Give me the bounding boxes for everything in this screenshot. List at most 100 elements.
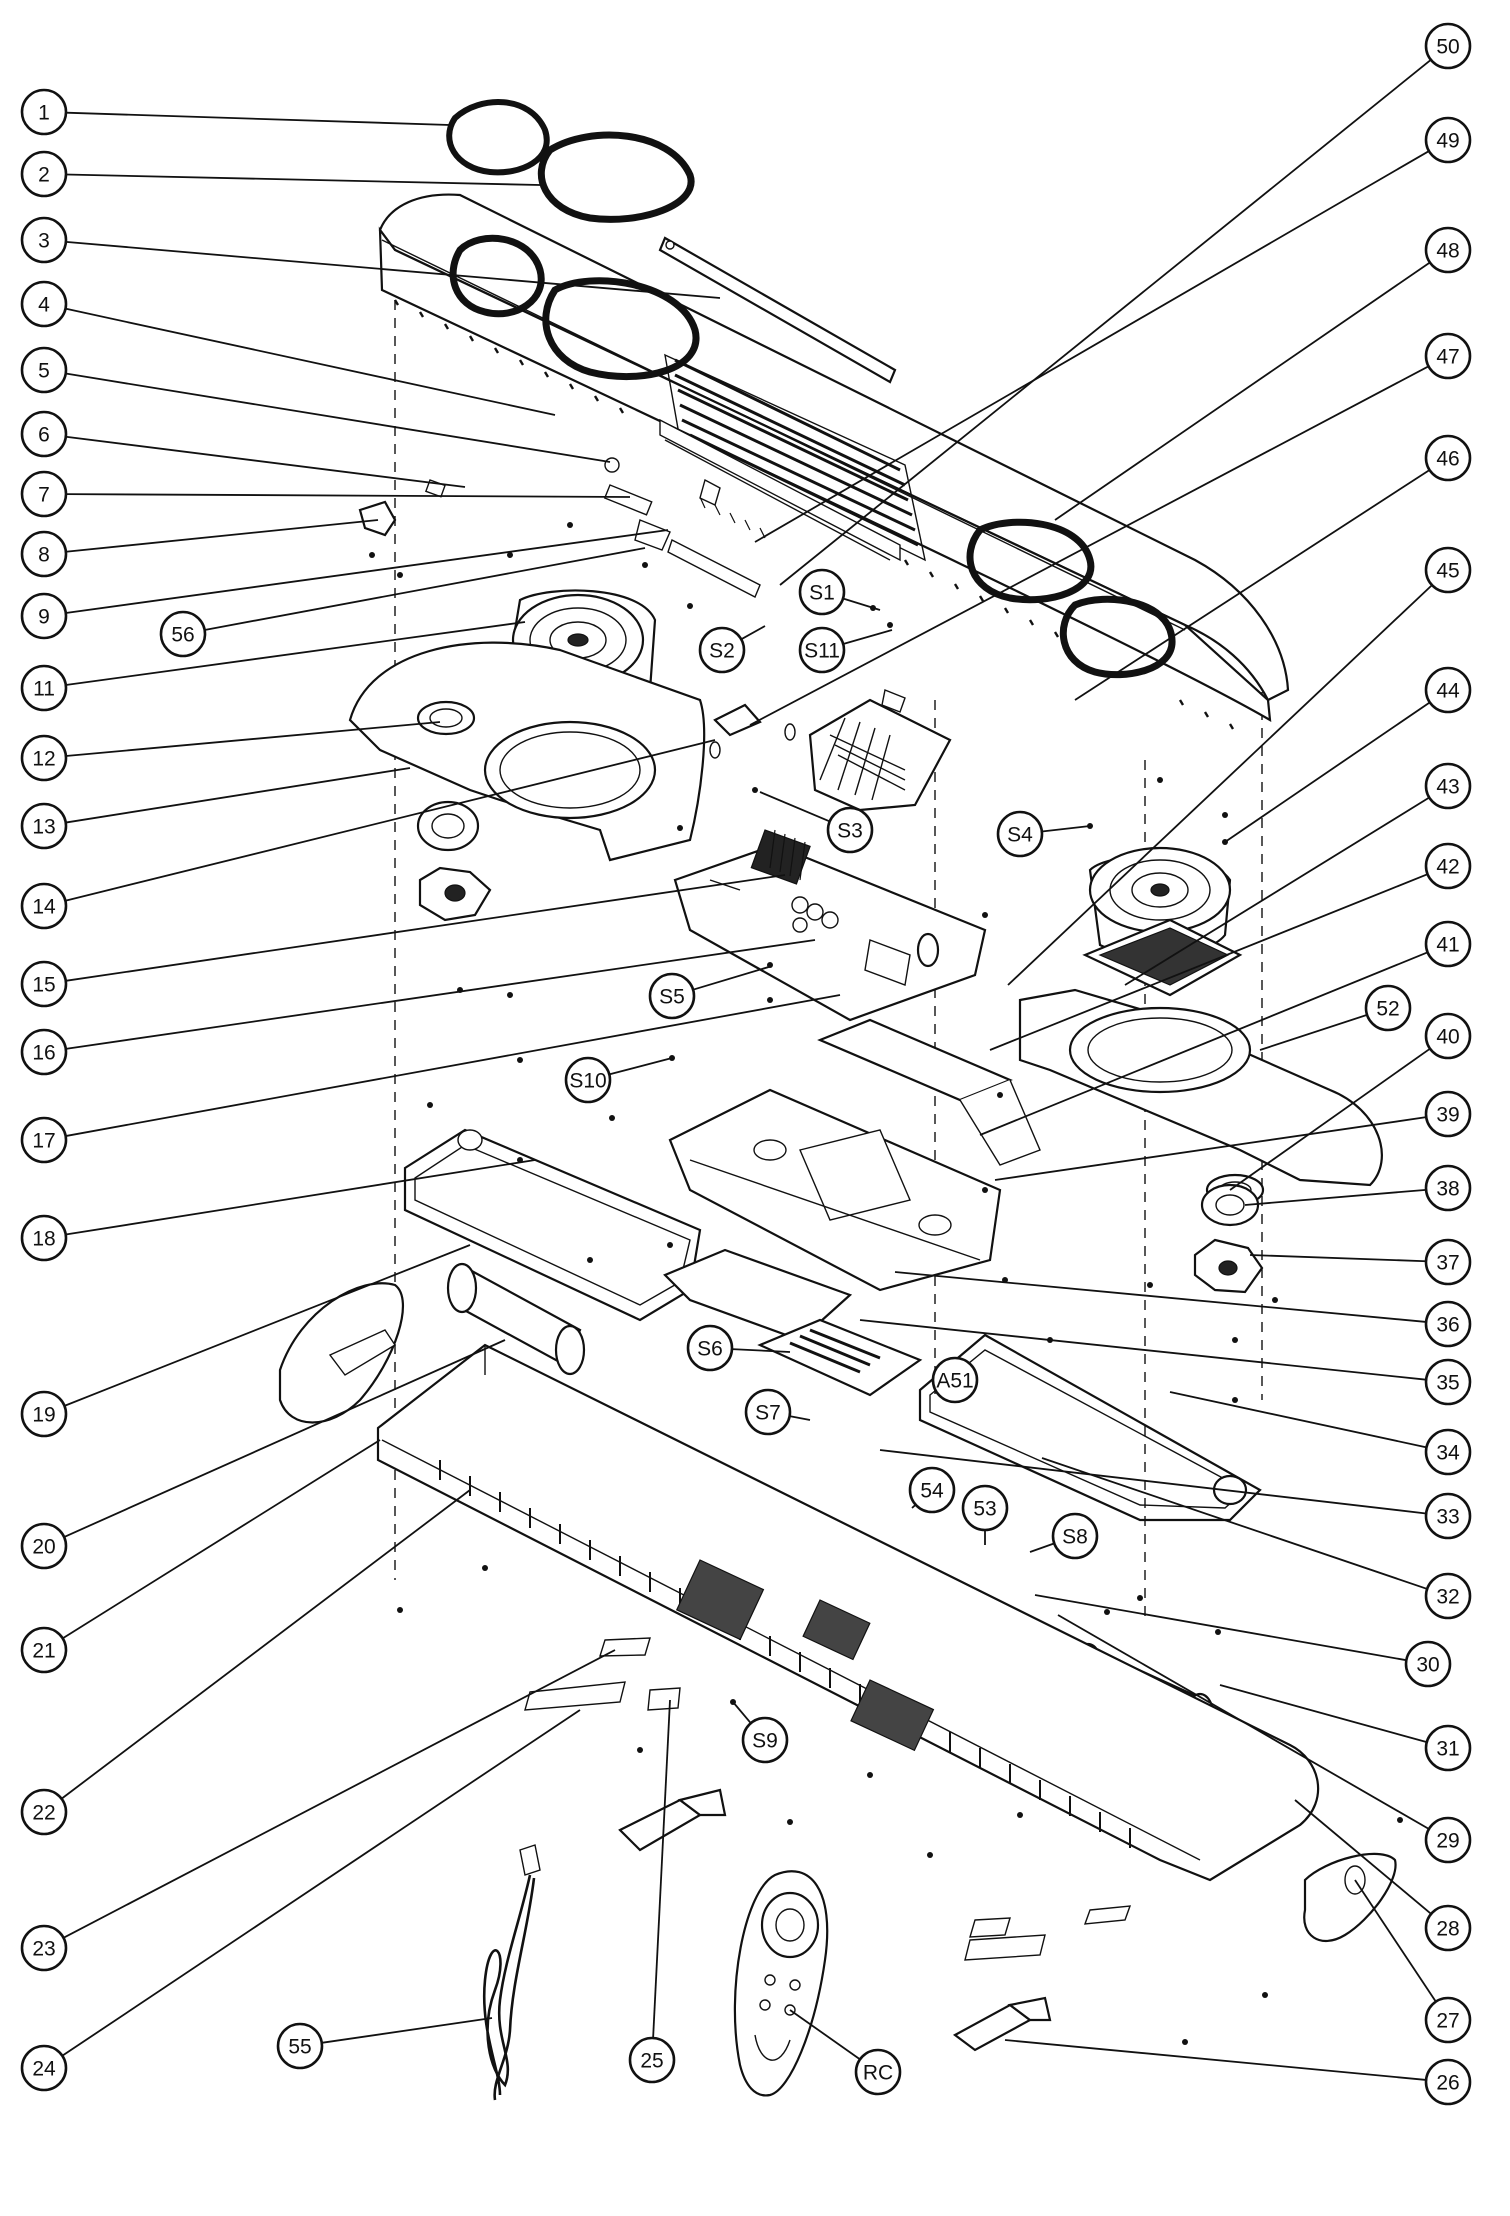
callout-bubble	[1424, 1300, 1472, 1348]
callout-a51: A51	[931, 1356, 979, 1404]
callout-52: 52	[1259, 984, 1412, 1051]
callout-bubble	[648, 972, 696, 1020]
callout-bubble	[628, 2036, 676, 2084]
callout-29: 29	[1057, 1614, 1472, 1864]
callout-label: 48	[1436, 240, 1459, 263]
callout-bubble	[1424, 2058, 1472, 2106]
callout-label: 31	[1436, 1738, 1459, 1761]
callout-bubble	[20, 1924, 68, 1972]
callout-label: 3	[38, 230, 50, 253]
callout-label: S6	[697, 1338, 723, 1361]
callout-label: 6	[38, 424, 50, 447]
rear-housing	[376, 1343, 1320, 1882]
callout-leader-line	[1004, 2039, 1427, 2081]
callout-label: S2	[709, 640, 735, 663]
callout-32: 32	[1041, 1457, 1472, 1620]
callout-label: 56	[171, 624, 194, 647]
callout-leader-line	[979, 951, 1428, 1136]
callout-bubble	[20, 664, 68, 712]
callout-48: 48	[1054, 226, 1472, 521]
callout-leader-line	[1054, 261, 1431, 521]
callout-leader-line	[65, 874, 786, 982]
callout-leader-line	[321, 2017, 493, 2044]
callout-8: 8	[20, 519, 379, 578]
callout-label: 52	[1376, 998, 1399, 1021]
callout-bubble	[20, 530, 68, 578]
callout-leader-line	[61, 1709, 581, 2057]
callout-s7: S7	[744, 1388, 811, 1436]
callout-bubble	[20, 2044, 68, 2092]
callout-label: 36	[1436, 1314, 1459, 1337]
power-cord	[482, 1844, 541, 2101]
callout-label: 44	[1436, 680, 1460, 703]
callout-bubble	[1424, 1090, 1472, 1138]
callout-leader-line	[740, 625, 766, 641]
callout-43: 43	[1124, 762, 1472, 986]
callout-label: 5	[38, 360, 50, 383]
callout-leader-line	[749, 365, 1429, 726]
callout-leader-line	[65, 435, 466, 488]
callout-54: 54	[908, 1466, 956, 1514]
callout-leader-line	[65, 994, 841, 1137]
callout-leader-line	[692, 965, 773, 991]
callout-13: 13	[20, 767, 411, 850]
callout-44: 44	[1224, 666, 1472, 843]
callout-bubble	[1424, 842, 1472, 890]
callout-label: 17	[32, 1130, 55, 1153]
callout-leader-line	[1354, 1879, 1437, 2003]
callout-leader-line	[63, 1339, 506, 1538]
callout-bubble	[20, 216, 68, 264]
callout-leader-line	[779, 59, 1432, 586]
callout-leader-line	[1229, 1047, 1431, 1191]
callout-bubble	[20, 592, 68, 640]
callout-label: 47	[1436, 346, 1459, 369]
callout-55: 55	[276, 2017, 493, 2070]
amplifier-module	[808, 689, 952, 812]
callout-53: 53	[961, 1484, 1009, 1545]
callout-31: 31	[1219, 1684, 1472, 1772]
callout-label: A51	[936, 1370, 973, 1393]
callout-bubble	[1424, 116, 1472, 164]
callout-label: 46	[1436, 448, 1459, 471]
callout-label: 34	[1436, 1442, 1460, 1465]
callout-leader-line	[842, 597, 881, 611]
callout-leader-line	[1124, 796, 1430, 986]
callout-leader-line	[1029, 1542, 1055, 1553]
callout-45: 45	[1007, 546, 1472, 986]
callout-label: 41	[1436, 934, 1459, 957]
callout-leader-line	[754, 150, 1430, 543]
callout-label: S4	[1007, 824, 1033, 847]
callout-bubble	[20, 470, 68, 518]
control-board-group	[358, 457, 766, 598]
bracket-47	[709, 703, 796, 759]
callout-15: 15	[20, 874, 786, 1008]
callout-label: 7	[38, 484, 50, 507]
callout-bubble	[1424, 1996, 1472, 2044]
callout-bubble	[1424, 434, 1472, 482]
callout-s6: S6	[686, 1324, 791, 1372]
callout-bubble	[1424, 1164, 1472, 1212]
callout-24: 24	[20, 1709, 581, 2092]
callout-leader-line	[65, 493, 631, 498]
callout-leader-line	[204, 547, 646, 631]
callout-leader-line	[64, 1244, 471, 1407]
callout-41: 41	[979, 920, 1472, 1136]
callout-label: 21	[32, 1640, 55, 1663]
callout-label: 22	[32, 1802, 55, 1825]
callout-leader-line	[879, 1449, 1427, 1515]
callout-leader-line	[609, 1057, 673, 1076]
callout-23: 23	[20, 1649, 616, 1972]
callout-label: 49	[1436, 130, 1459, 153]
callout-bubble	[20, 1028, 68, 1076]
callout-bubble	[1424, 332, 1472, 380]
callout-6: 6	[20, 410, 466, 488]
callout-bubble	[1404, 1640, 1452, 1688]
callout-label: S5	[659, 986, 685, 1009]
callout-38: 38	[1244, 1164, 1472, 1212]
callout-label: 19	[32, 1404, 55, 1427]
callout-bubble	[20, 1214, 68, 1262]
callout-leader-line	[652, 1699, 671, 2039]
callout-leader-line	[62, 1439, 381, 1640]
sub-board	[663, 1248, 923, 1397]
